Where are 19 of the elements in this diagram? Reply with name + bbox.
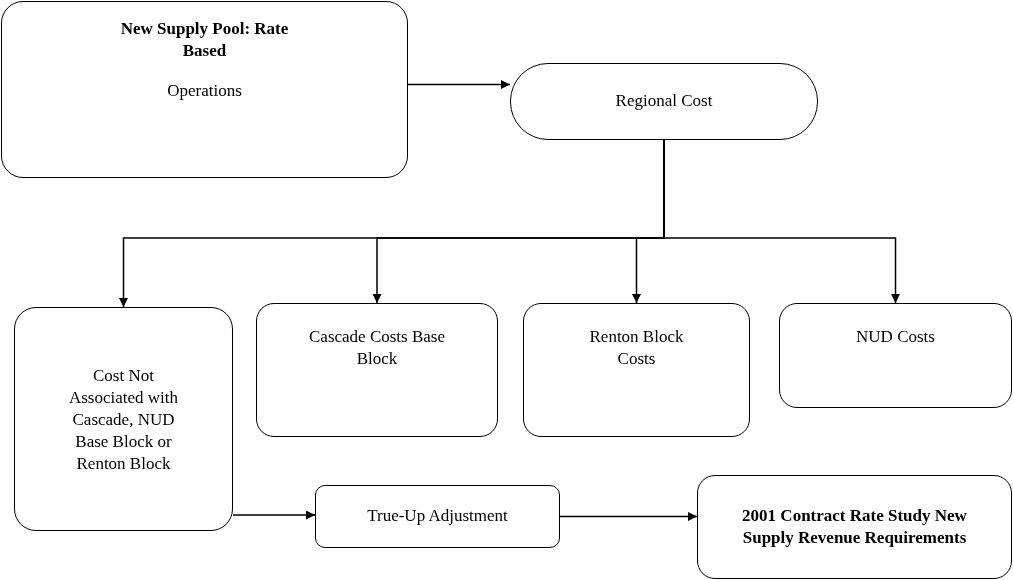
rounded-box (779, 303, 1012, 408)
node-title: NUD Costs (856, 326, 935, 348)
rounded-box (697, 475, 1012, 579)
arrow (559, 512, 698, 521)
rounded-box (14, 307, 233, 531)
node-title: New Supply Pool: Rate Based (119, 18, 290, 63)
rounded-box (315, 485, 560, 548)
node-title: Regional Cost (615, 90, 713, 113)
node-title: True-Up Adjustment (367, 505, 508, 528)
rounded-box (256, 303, 498, 437)
node-title: Cascade Costs Base Block (308, 326, 446, 371)
arrow (232, 510, 316, 520)
node-title: 2001 Contract Rate Study New Supply Revenue Requirements (741, 504, 968, 549)
node-text: Operations (167, 80, 242, 103)
rounded-box (1, 1, 408, 178)
node-title: Renton Block Costs (588, 326, 685, 371)
node-title: Cost Not Associated with Cascade, NUD Base Block or Renton Block (67, 364, 180, 476)
arrow (407, 80, 511, 89)
rounded-box (523, 303, 750, 437)
